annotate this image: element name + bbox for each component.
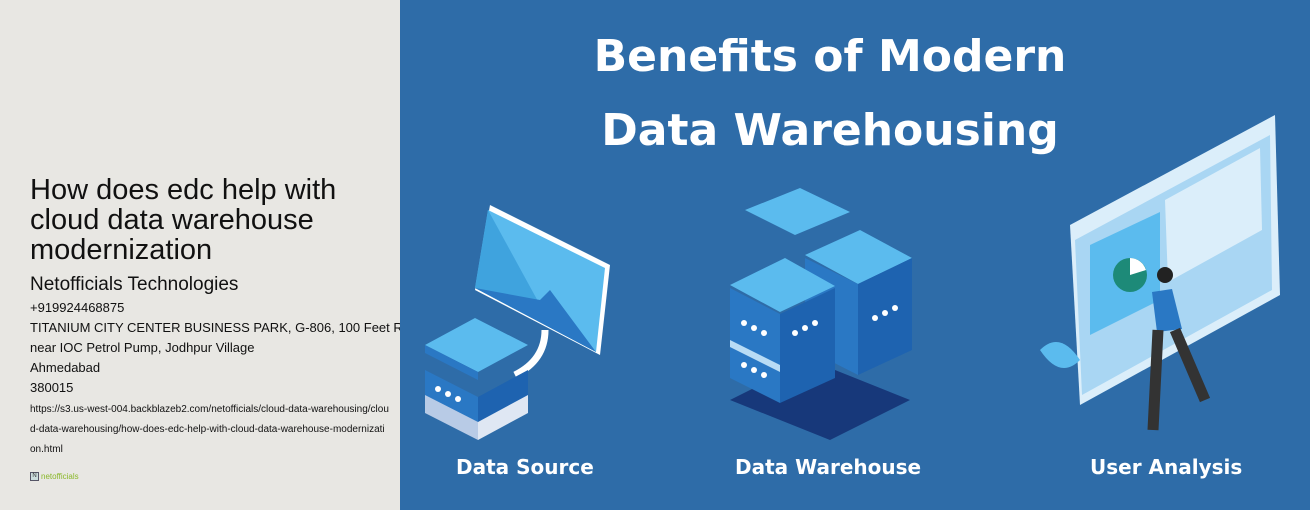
postcode: 380015: [30, 380, 74, 395]
caption-data-warehouse: Data Warehouse: [735, 455, 922, 479]
phone: +919924468875: [30, 300, 125, 315]
city: Ahmedabad: [30, 360, 101, 375]
logo-icon: N: [30, 472, 39, 481]
company-name: Netofficials Technologies: [30, 274, 239, 295]
article-title: How does edc help with cloud data wareho…: [30, 174, 337, 266]
user-analysis-dashboard-icon: [1040, 115, 1280, 431]
hero-title-line1: Benefits of Modern: [593, 31, 1067, 82]
address-line1: TITANIUM CITY CENTER BUSINESS PARK, G-80…: [30, 320, 403, 335]
envelope-icon: [475, 205, 610, 379]
data-warehouse-icon: [730, 188, 912, 440]
caption-user-analysis: User Analysis: [1090, 455, 1243, 479]
hero-title-line2: Data Warehousing: [601, 105, 1059, 156]
logo-text: netofficials: [41, 472, 79, 481]
source-link[interactable]: https://s3.us-west-004.backblazeb2.com/n…: [30, 404, 389, 455]
address-line2: near IOC Petrol Pump, Jodhpur Village: [30, 340, 255, 355]
caption-data-source: Data Source: [456, 455, 594, 479]
illustration: [425, 115, 1280, 440]
data-source-server-icon: [425, 318, 528, 440]
